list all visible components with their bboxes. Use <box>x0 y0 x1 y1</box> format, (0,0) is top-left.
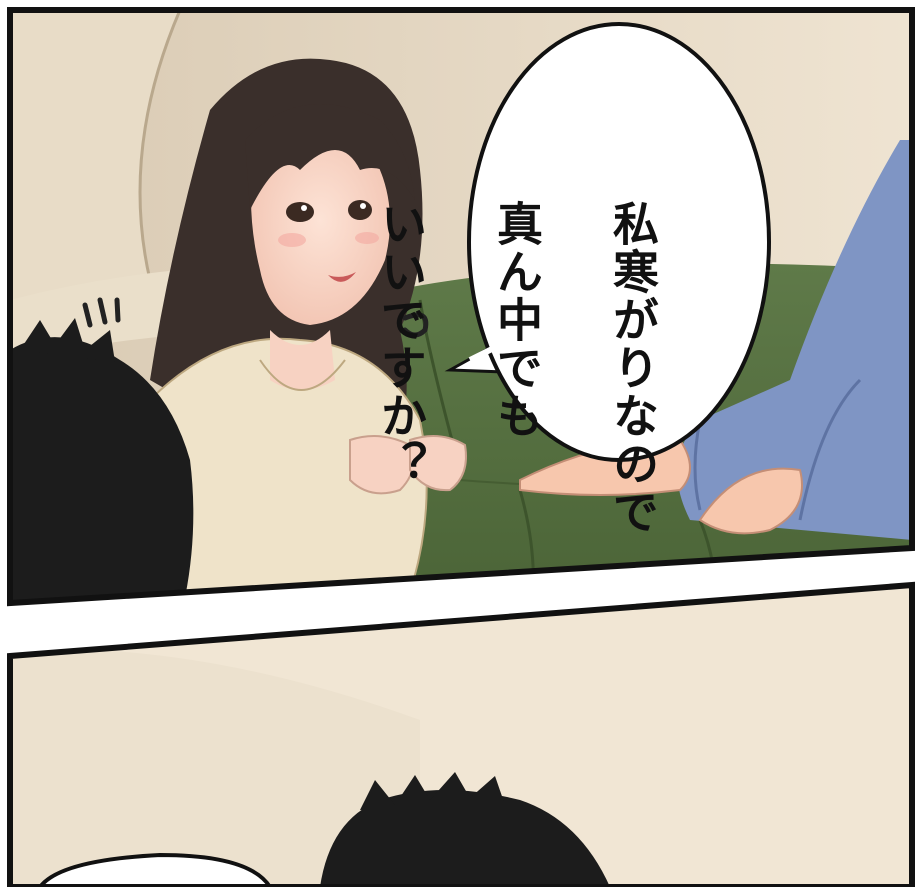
speech-bubble <box>444 22 771 462</box>
speech-bubble-text: 私寒がりなので 真ん中でも いいですか？ <box>374 88 720 536</box>
bubble-line-3: いいですか？ <box>374 200 428 488</box>
man-head-bottom <box>320 772 610 887</box>
bubble-line-1: 私寒がりなので <box>606 200 660 536</box>
man-head-back <box>10 318 194 603</box>
top-panel <box>10 10 912 603</box>
bottom-panel <box>10 585 912 887</box>
top-panel-border <box>7 7 915 607</box>
sound-effect-marks <box>82 297 429 338</box>
bubble-line-2: 真ん中でも <box>490 200 544 440</box>
speech-bubble-partial <box>36 852 274 887</box>
man-in-blue-pants <box>519 140 912 540</box>
bottom-panel-border <box>7 581 915 887</box>
